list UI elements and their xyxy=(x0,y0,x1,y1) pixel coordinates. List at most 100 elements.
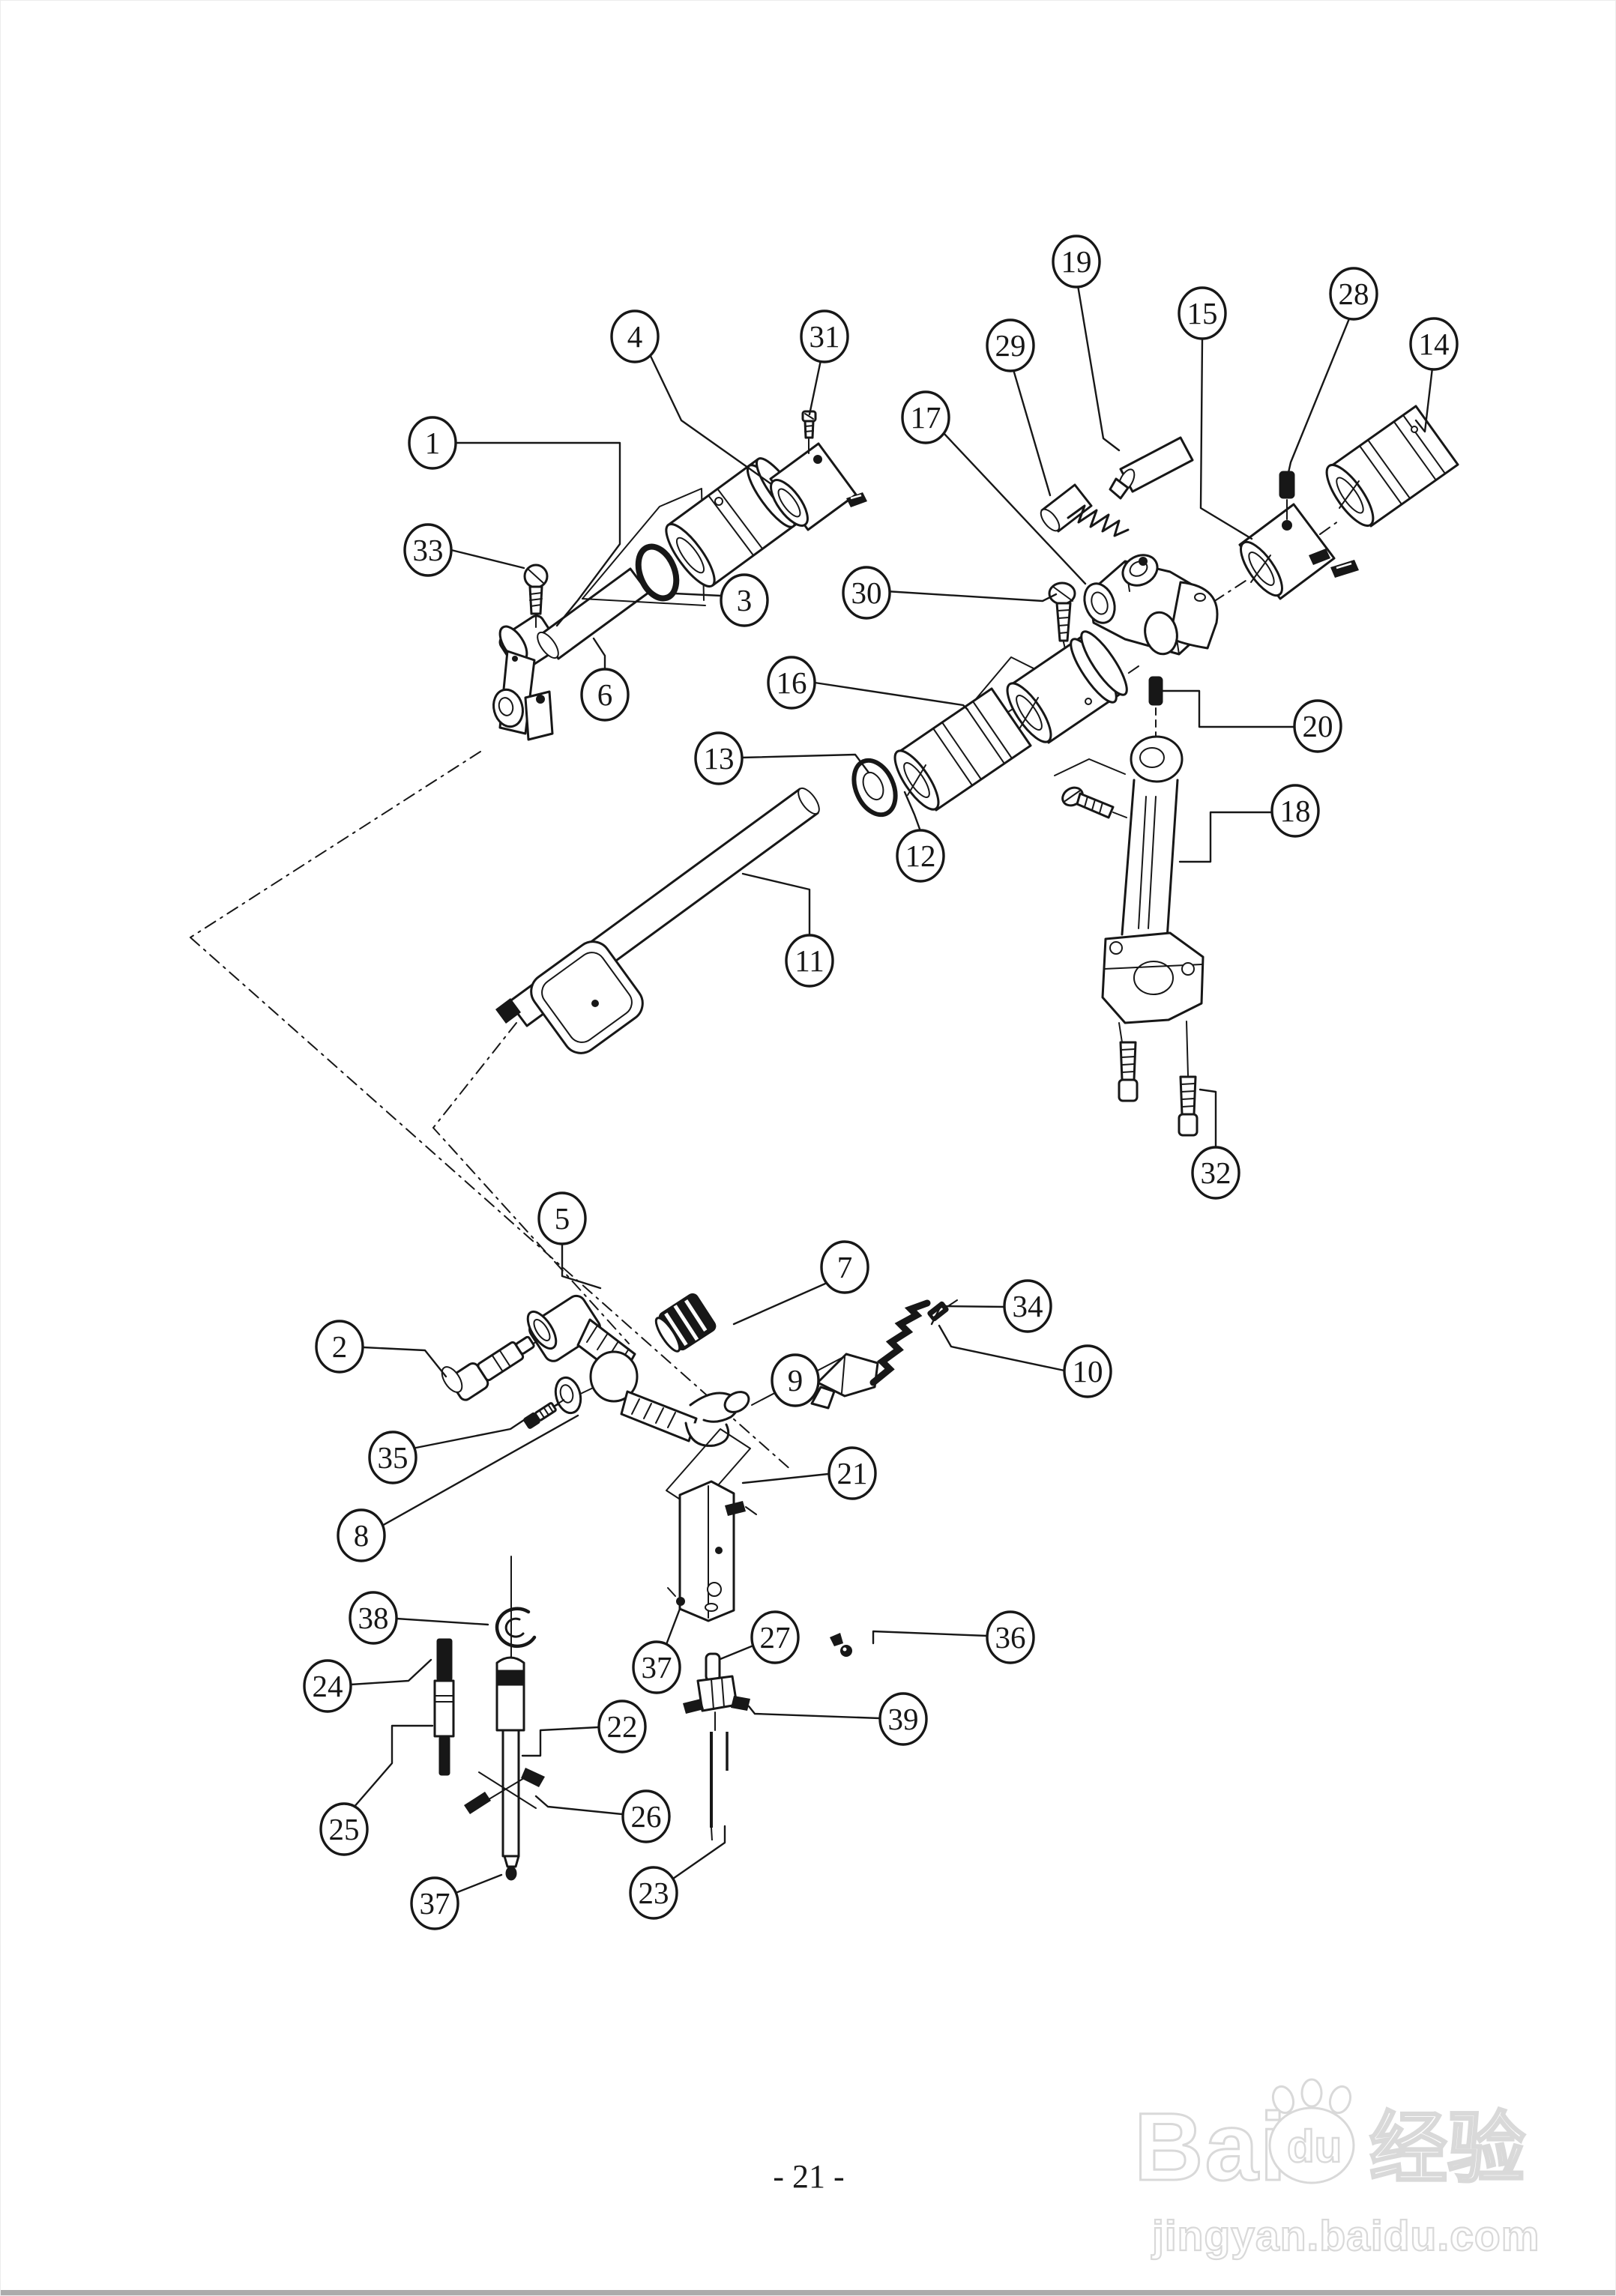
callout-35: 35 xyxy=(368,1416,530,1484)
callout-number-9: 9 xyxy=(788,1363,804,1398)
callout-balloon-3 xyxy=(720,573,769,627)
callout-number-39: 39 xyxy=(888,1702,919,1736)
callout-10: 10 xyxy=(938,1324,1112,1398)
paw-toe-icon xyxy=(1271,2085,1295,2115)
part-bolt-2 xyxy=(441,1335,535,1401)
callout-9: 9 xyxy=(771,1353,820,1407)
part-collar-15 xyxy=(1238,503,1359,600)
paw-toe-icon xyxy=(1300,2078,1323,2108)
callout-leader-19 xyxy=(1076,284,1121,452)
part-roller-7 xyxy=(654,1293,717,1353)
callout-14: 14 xyxy=(1409,317,1459,433)
callout-number-4: 4 xyxy=(627,319,643,354)
callout-leader-39 xyxy=(747,1705,881,1720)
part-tension-screw-spring-29 xyxy=(1040,483,1130,537)
callout-balloon-30 xyxy=(842,566,891,620)
callout-balloon-7 xyxy=(820,1240,869,1294)
callout-number-2: 2 xyxy=(332,1329,348,1364)
callout-balloon-16 xyxy=(767,656,816,710)
callout-32: 32 xyxy=(1191,1088,1240,1200)
callout-22: 22 xyxy=(521,1700,647,1757)
callout-balloon-19 xyxy=(1052,235,1101,288)
callout-balloon-14 xyxy=(1409,317,1459,371)
callout-balloon-21 xyxy=(827,1446,877,1500)
callout-37: 37 xyxy=(632,1607,681,1694)
callout-33: 33 xyxy=(403,523,525,577)
part-screw-30 xyxy=(1048,581,1076,659)
callout-balloon-25 xyxy=(319,1802,369,1856)
callout-leader-5 xyxy=(561,1242,602,1290)
callout-balloon-32 xyxy=(1191,1146,1240,1200)
callout-number-13: 13 xyxy=(704,741,735,776)
callout-24: 24 xyxy=(303,1658,432,1713)
watermark: Bai du 经验 jingyan.baidu.com xyxy=(1133,2078,1540,2261)
callout-number-8: 8 xyxy=(354,1518,370,1553)
callout-balloon-39 xyxy=(878,1692,928,1746)
part-thread-guide-36 xyxy=(830,1633,852,1657)
callout-balloon-22 xyxy=(597,1700,647,1753)
part-connecting-rod-18 xyxy=(1101,735,1205,1076)
callout-34: 34 xyxy=(930,1279,1052,1333)
callout-leader-11 xyxy=(741,872,811,937)
callout-number-28: 28 xyxy=(1339,277,1369,311)
callout-number-26: 26 xyxy=(631,1799,662,1834)
callout-balloon-29 xyxy=(986,318,1035,372)
callout-30: 30 xyxy=(842,566,1058,620)
page-number: - 21 - xyxy=(773,2158,844,2195)
callout-balloon-34 xyxy=(1003,1279,1052,1333)
callout-leader-36 xyxy=(872,1630,989,1645)
callout-13: 13 xyxy=(694,731,870,785)
callout-balloon-10 xyxy=(1063,1344,1112,1398)
watermark-url: jingyan.baidu.com xyxy=(1151,2212,1540,2260)
callout-number-18: 18 xyxy=(1280,794,1311,828)
callout-number-12: 12 xyxy=(905,839,936,873)
callout-12: 12 xyxy=(896,791,945,883)
callout-number-37: 37 xyxy=(420,1886,450,1921)
callout-number-7: 7 xyxy=(837,1250,853,1284)
callout-leader-26 xyxy=(534,1795,624,1816)
watermark-brand: Bai xyxy=(1134,2094,1288,2201)
part-needle-clamp-27 xyxy=(683,1652,750,1731)
callout-leader-25 xyxy=(352,1724,434,1810)
part-retaining-clip-38 xyxy=(495,1556,537,1659)
callout-balloon-5 xyxy=(537,1191,587,1245)
callout-number-1: 1 xyxy=(425,426,441,460)
callout-leader-15 xyxy=(1199,337,1253,540)
callout-balloon-11 xyxy=(785,934,834,988)
callout-number-33: 33 xyxy=(413,533,444,567)
callout-leader-37 xyxy=(664,1607,681,1648)
callout-4: 4 xyxy=(610,309,773,486)
callout-number-11: 11 xyxy=(795,943,824,978)
callout-balloon-35 xyxy=(368,1431,417,1484)
callout-leader-7 xyxy=(732,1282,827,1326)
callout-number-25: 25 xyxy=(329,1812,360,1846)
callout-23: 23 xyxy=(629,1825,726,1920)
callout-36: 36 xyxy=(872,1610,1035,1664)
callout-balloon-6 xyxy=(580,668,630,722)
callout-leader-24 xyxy=(349,1658,432,1686)
callout-25: 25 xyxy=(319,1724,434,1856)
callout-leader-37 xyxy=(450,1873,503,1896)
part-spring-34 xyxy=(869,1299,931,1386)
callout-31: 31 xyxy=(800,309,849,416)
part-screw-near-16 xyxy=(1061,786,1127,819)
callout-29: 29 xyxy=(986,318,1052,497)
callout-number-32: 32 xyxy=(1201,1155,1231,1190)
callout-leader-2 xyxy=(362,1346,447,1378)
callout-balloon-28 xyxy=(1329,267,1378,321)
part-collar-31 xyxy=(769,442,867,531)
part-set-screw-28 xyxy=(1279,471,1295,520)
callout-number-29: 29 xyxy=(995,328,1026,363)
paw-toe-icon xyxy=(1328,2085,1352,2115)
callout-number-22: 22 xyxy=(607,1709,638,1744)
callout-balloon-9 xyxy=(771,1353,820,1407)
callout-17: 17 xyxy=(901,390,1087,585)
callout-number-21: 21 xyxy=(837,1456,868,1490)
callout-balloon-1 xyxy=(408,416,457,470)
callout-balloon-18 xyxy=(1270,784,1320,838)
part-screw-31 xyxy=(801,410,817,454)
callout-8: 8 xyxy=(337,1414,579,1562)
